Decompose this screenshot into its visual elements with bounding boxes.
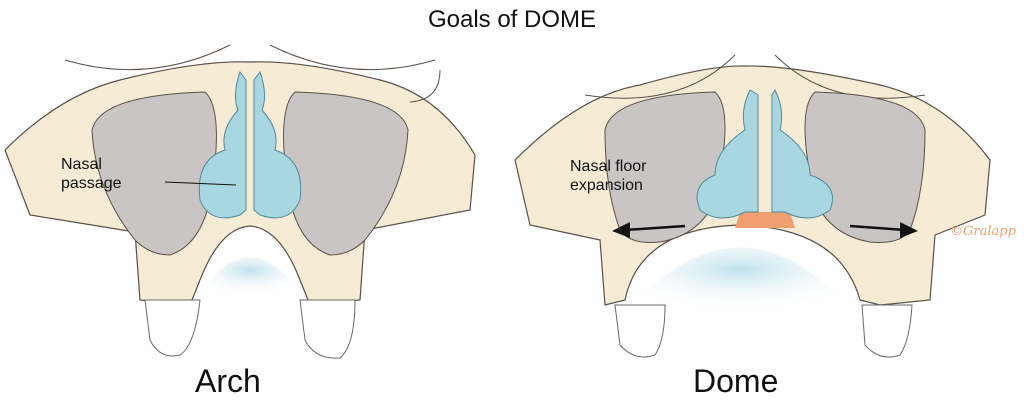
label-line: expansion (570, 177, 643, 194)
nasal-passage-label: Nasal passage (61, 155, 122, 193)
right-sinus (283, 91, 409, 256)
dome-caption: Dome (693, 363, 779, 399)
nasal-floor-expansion-label: Nasal floor expansion (570, 157, 646, 195)
label-line: Nasal (61, 156, 102, 173)
diagram-title: Goals of DOME (427, 6, 597, 33)
arch-panel (4, 44, 476, 359)
left-sinus (91, 91, 217, 256)
arch-caption: Arch (195, 363, 261, 399)
label-line: Nasal floor (570, 158, 647, 175)
label-line: passage (61, 175, 122, 192)
teeth (144, 299, 356, 359)
expansion-arrows (612, 222, 918, 238)
graft (735, 212, 795, 228)
left-sinus (604, 91, 726, 243)
nasal-passage (198, 70, 302, 219)
orbit-line (584, 54, 926, 99)
artist-signature: ©Gralapp (950, 224, 1016, 239)
right-sinus (804, 91, 926, 243)
airway-shading (620, 247, 860, 320)
orbit-line (64, 44, 441, 103)
nasal-passage (696, 88, 833, 219)
teeth (614, 304, 913, 358)
airway-shading (195, 257, 305, 300)
dome-panel (514, 54, 991, 358)
